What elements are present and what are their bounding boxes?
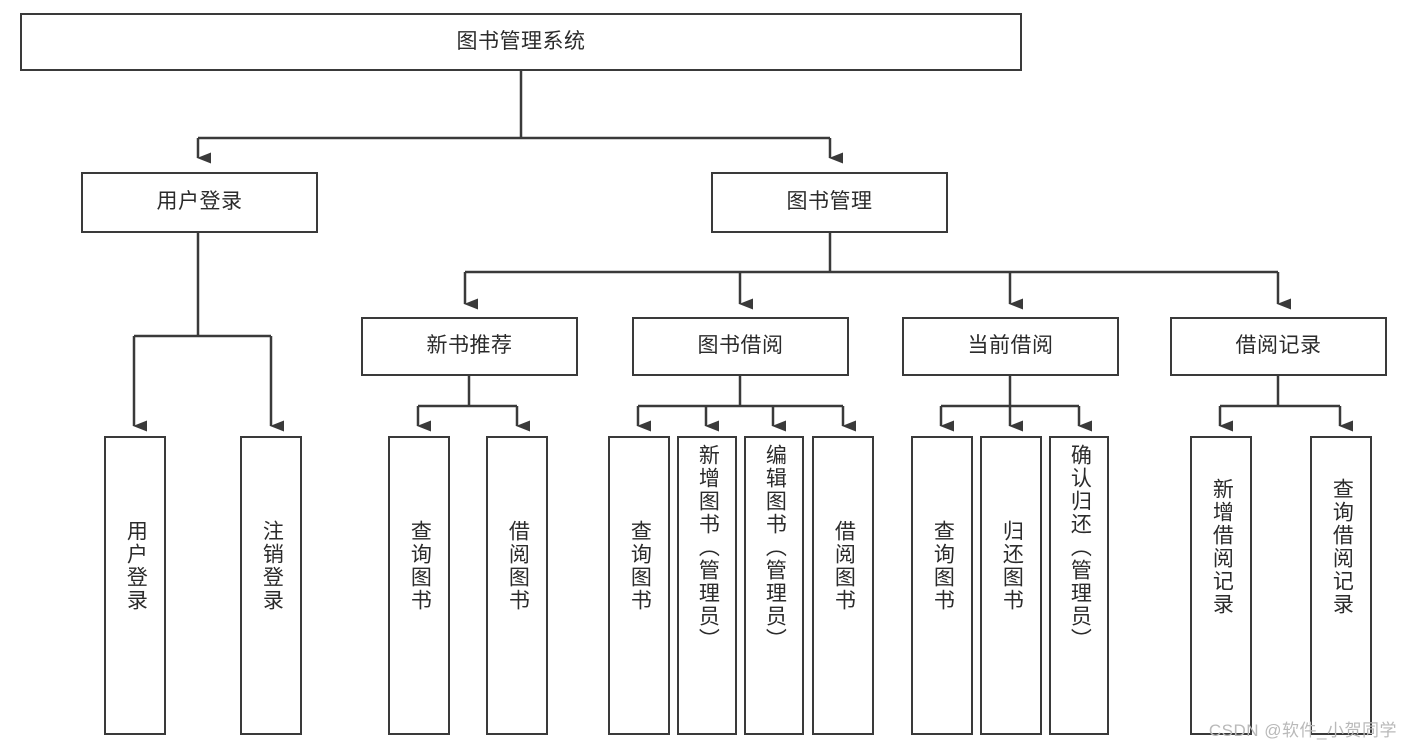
node-leaf-borrow-book-1-label: 借阅图书 (506, 520, 530, 612)
node-leaf-edit-book-admin-label: 编辑图书（管理员） (763, 444, 787, 651)
node-leaf-query-book-1-label: 查询图书 (408, 520, 432, 612)
node-leaf-user-login[interactable]: 用户登录 (104, 436, 166, 735)
node-book-manage-label: 图书管理 (786, 190, 873, 214)
node-current-borrow-label: 当前借阅 (967, 334, 1054, 358)
node-leaf-borrow-book-2-label: 借阅图书 (832, 520, 856, 612)
node-book-manage[interactable]: 图书管理 (711, 172, 948, 233)
node-borrow-record[interactable]: 借阅记录 (1170, 317, 1387, 376)
node-root[interactable]: 图书管理系统 (20, 13, 1022, 71)
node-leaf-query-book-2-label: 查询图书 (628, 520, 652, 612)
node-leaf-query-book-3-label: 查询图书 (931, 520, 955, 612)
node-user-login[interactable]: 用户登录 (81, 172, 318, 233)
watermark-text: CSDN @软件_小贺同学 (1208, 721, 1397, 740)
node-leaf-query-book-2[interactable]: 查询图书 (608, 436, 670, 735)
node-leaf-user-logout-label: 注销登录 (260, 520, 284, 612)
node-leaf-return-book-label: 归还图书 (1000, 520, 1024, 612)
node-leaf-add-book-admin-label: 新增图书（管理员） (696, 444, 720, 651)
node-leaf-add-borrow-record-label: 新增借阅记录 (1210, 478, 1234, 616)
node-user-login-label: 用户登录 (156, 190, 243, 214)
node-leaf-edit-book-admin[interactable]: 编辑图书（管理员） (744, 436, 804, 735)
node-leaf-add-book-admin[interactable]: 新增图书（管理员） (677, 436, 737, 735)
node-leaf-query-borrow-record[interactable]: 查询借阅记录 (1310, 436, 1372, 735)
node-new-book-recommend-label: 新书推荐 (426, 334, 513, 358)
node-leaf-confirm-return-admin-label: 确认归还（管理员） (1068, 444, 1092, 651)
node-leaf-query-borrow-record-label: 查询借阅记录 (1330, 478, 1354, 616)
node-leaf-user-login-label: 用户登录 (124, 520, 148, 612)
node-new-book-recommend[interactable]: 新书推荐 (361, 317, 578, 376)
node-borrow-record-label: 借阅记录 (1235, 334, 1322, 358)
node-leaf-query-book-3[interactable]: 查询图书 (911, 436, 973, 735)
node-leaf-borrow-book-2[interactable]: 借阅图书 (812, 436, 874, 735)
node-leaf-return-book[interactable]: 归还图书 (980, 436, 1042, 735)
node-book-borrow[interactable]: 图书借阅 (632, 317, 849, 376)
node-current-borrow[interactable]: 当前借阅 (902, 317, 1119, 376)
node-leaf-add-borrow-record[interactable]: 新增借阅记录 (1190, 436, 1252, 735)
node-book-borrow-label: 图书借阅 (697, 334, 784, 358)
node-leaf-borrow-book-1[interactable]: 借阅图书 (486, 436, 548, 735)
node-leaf-confirm-return-admin[interactable]: 确认归还（管理员） (1049, 436, 1109, 735)
node-root-label: 图书管理系统 (456, 29, 586, 53)
node-leaf-query-book-1[interactable]: 查询图书 (388, 436, 450, 735)
node-leaf-user-logout[interactable]: 注销登录 (240, 436, 302, 735)
